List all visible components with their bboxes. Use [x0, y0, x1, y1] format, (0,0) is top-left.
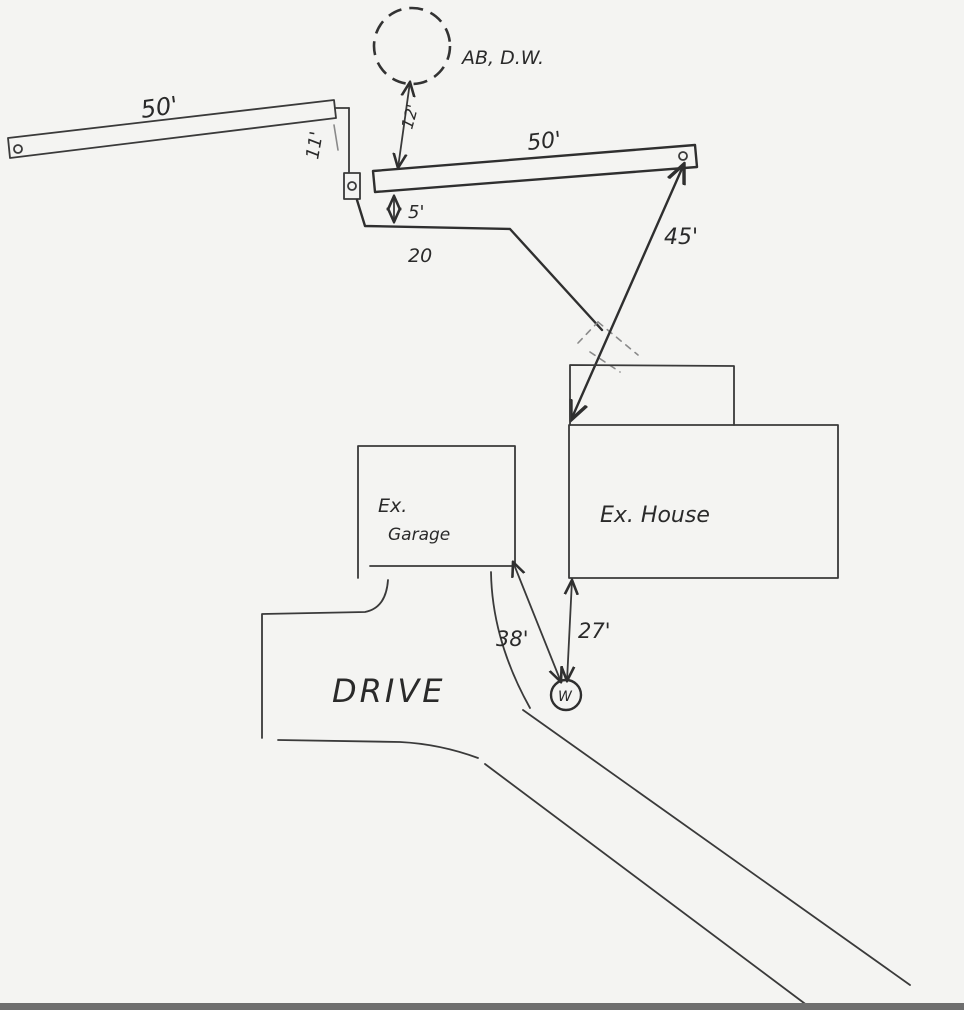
label-well: W — [558, 689, 573, 705]
driveway — [261, 571, 911, 1007]
label-offset-circle: 12' — [398, 102, 423, 131]
dimension-38ft — [513, 562, 561, 682]
existing-garage — [357, 445, 516, 579]
label-house: Ex. House — [600, 503, 710, 528]
label-drive: DRIVE — [332, 672, 445, 710]
reserve-area-circle — [372, 6, 452, 86]
label-circle-note: AB, D.W. — [460, 47, 544, 69]
existing-house — [568, 364, 839, 579]
label-pipe-run: 20 — [408, 245, 432, 267]
label-top-right-length: 50' — [526, 128, 562, 156]
scan-edge — [0, 1003, 964, 1010]
pipe-run — [355, 198, 604, 332]
dimension-45ft — [571, 164, 684, 420]
label-gap: 5' — [408, 202, 424, 223]
link-pipe — [333, 107, 361, 200]
trench-right — [371, 143, 699, 194]
label-diagonal: 45' — [664, 225, 698, 250]
trench-left — [7, 99, 337, 159]
label-to-house: 27' — [578, 619, 611, 643]
dimension-27ft — [567, 580, 572, 681]
dimension-12ft — [398, 82, 410, 168]
label-to-garage: 38' — [496, 627, 529, 651]
label-short-link: 11' — [302, 130, 328, 161]
label-garage-line1: Ex. — [378, 495, 407, 517]
label-garage-line2: Garage — [388, 525, 450, 545]
label-top-left-length: 50' — [139, 91, 180, 124]
